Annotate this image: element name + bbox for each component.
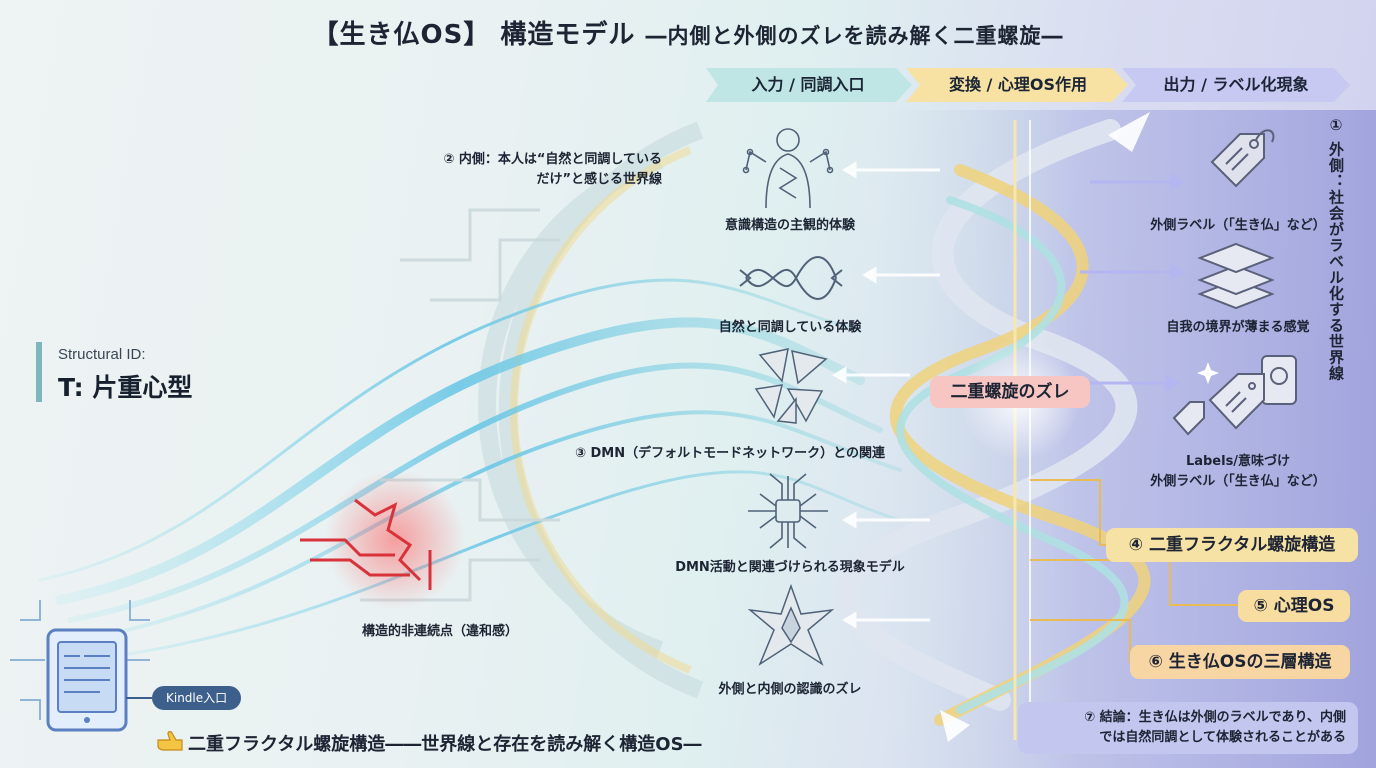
structural-id-value: T: 片重心型 xyxy=(58,373,193,402)
shattered-glass-icon xyxy=(754,348,828,424)
inner-line1: ② 内側：本人は“自然と同調している xyxy=(443,152,662,167)
title-sub: ―内側と外側のズレを読み解く二重螺旋― xyxy=(645,24,1064,48)
inner-line2: だけ”と感じる世界線 xyxy=(536,172,662,187)
bottom-caption: 二重フラクタル螺旋構造――世界線と存在を読み解く構造OS― xyxy=(188,734,702,755)
stage-arrow-transform xyxy=(906,68,1128,102)
tags-icon xyxy=(1172,355,1297,436)
conclusion-line2: では自然同調として体験されることがある xyxy=(1099,730,1346,745)
left-icon-label-5: DMN活動と関連づけられる現象モデル xyxy=(675,560,905,575)
stage-label-input: 入力 / 同調入口 xyxy=(751,75,865,94)
structural-id-label: Structural ID: xyxy=(58,346,146,363)
right-icon-label-2: 自我の境界が薄まる感覚 xyxy=(1166,320,1310,335)
stage-arrows xyxy=(706,68,1350,102)
left-icon-label-2: 自然と同調している体験 xyxy=(718,320,862,335)
helix-gap-pill: 二重螺旋のズレ xyxy=(930,376,1090,408)
outer-worldline-label: ① 外側：社会がラベル化する世界線 xyxy=(1327,116,1345,382)
star-polygon-icon xyxy=(748,584,834,666)
stage-arrow-input xyxy=(706,68,912,102)
wave-icon xyxy=(739,256,843,300)
right-icon-label-3: Labels/意味づけ 外側ラベル（「生き仏」など） xyxy=(1130,452,1346,492)
circuit-chip-icon xyxy=(748,473,828,549)
conclusion-line1: ⑦ 結論：生き仏は外側のラベルであり、内側 xyxy=(1084,710,1346,725)
anomaly-label: 構造的非連続点（違和感） xyxy=(361,624,518,639)
inner-worldline-label: ② 内側：本人は“自然と同調している だけ”と感じる世界線 xyxy=(380,150,662,190)
left-icon-label-6: 外側と内側の認識のズレ xyxy=(718,682,862,697)
pill-three-layer: ⑥ 生き仏OSの三層構造 xyxy=(1130,645,1350,679)
left-icon-label-1: 意識構造の主観的体験 xyxy=(724,218,855,233)
title-main: 【生き仏OS】 構造モデル xyxy=(312,20,636,50)
conclusion-box: ⑦ 結論：生き仏は外側のラベルであり、内側 では自然同調として体験されることがあ… xyxy=(1018,702,1358,754)
right-icon-label-1: 外側ラベル（「生き仏」など） xyxy=(1150,218,1326,233)
pill-double-fractal: ④ 二重フラクタル螺旋構造 xyxy=(1106,528,1358,562)
tag-icon xyxy=(1210,129,1275,188)
stage-arrow-output xyxy=(1122,68,1350,102)
layers-icon xyxy=(1197,242,1275,310)
right-icon-label-3a: Labels/意味づけ xyxy=(1185,454,1291,469)
left-icon-label-4: ③ DMN（デフォルトモードネットワーク）との関連 xyxy=(574,446,885,461)
pointing-hand-icon xyxy=(157,731,183,751)
pill-psych-os: ⑤ 心理OS xyxy=(1238,590,1350,622)
kindle-entry-button[interactable]: Kindle入口 xyxy=(152,686,242,710)
page-title: 【生き仏OS】 構造モデル ―内側と外側のズレを読み解く二重螺旋― xyxy=(0,14,1376,51)
stage-label-transform: 変換 / 心理OS作用 xyxy=(948,75,1088,94)
neural-human-icon xyxy=(742,128,834,209)
right-icon-label-3b: 外側ラベル（「生き仏」など） xyxy=(1150,474,1326,489)
stage-label-output: 出力 / ラベル化現象 xyxy=(1163,75,1309,94)
structural-id-bar xyxy=(36,342,42,402)
